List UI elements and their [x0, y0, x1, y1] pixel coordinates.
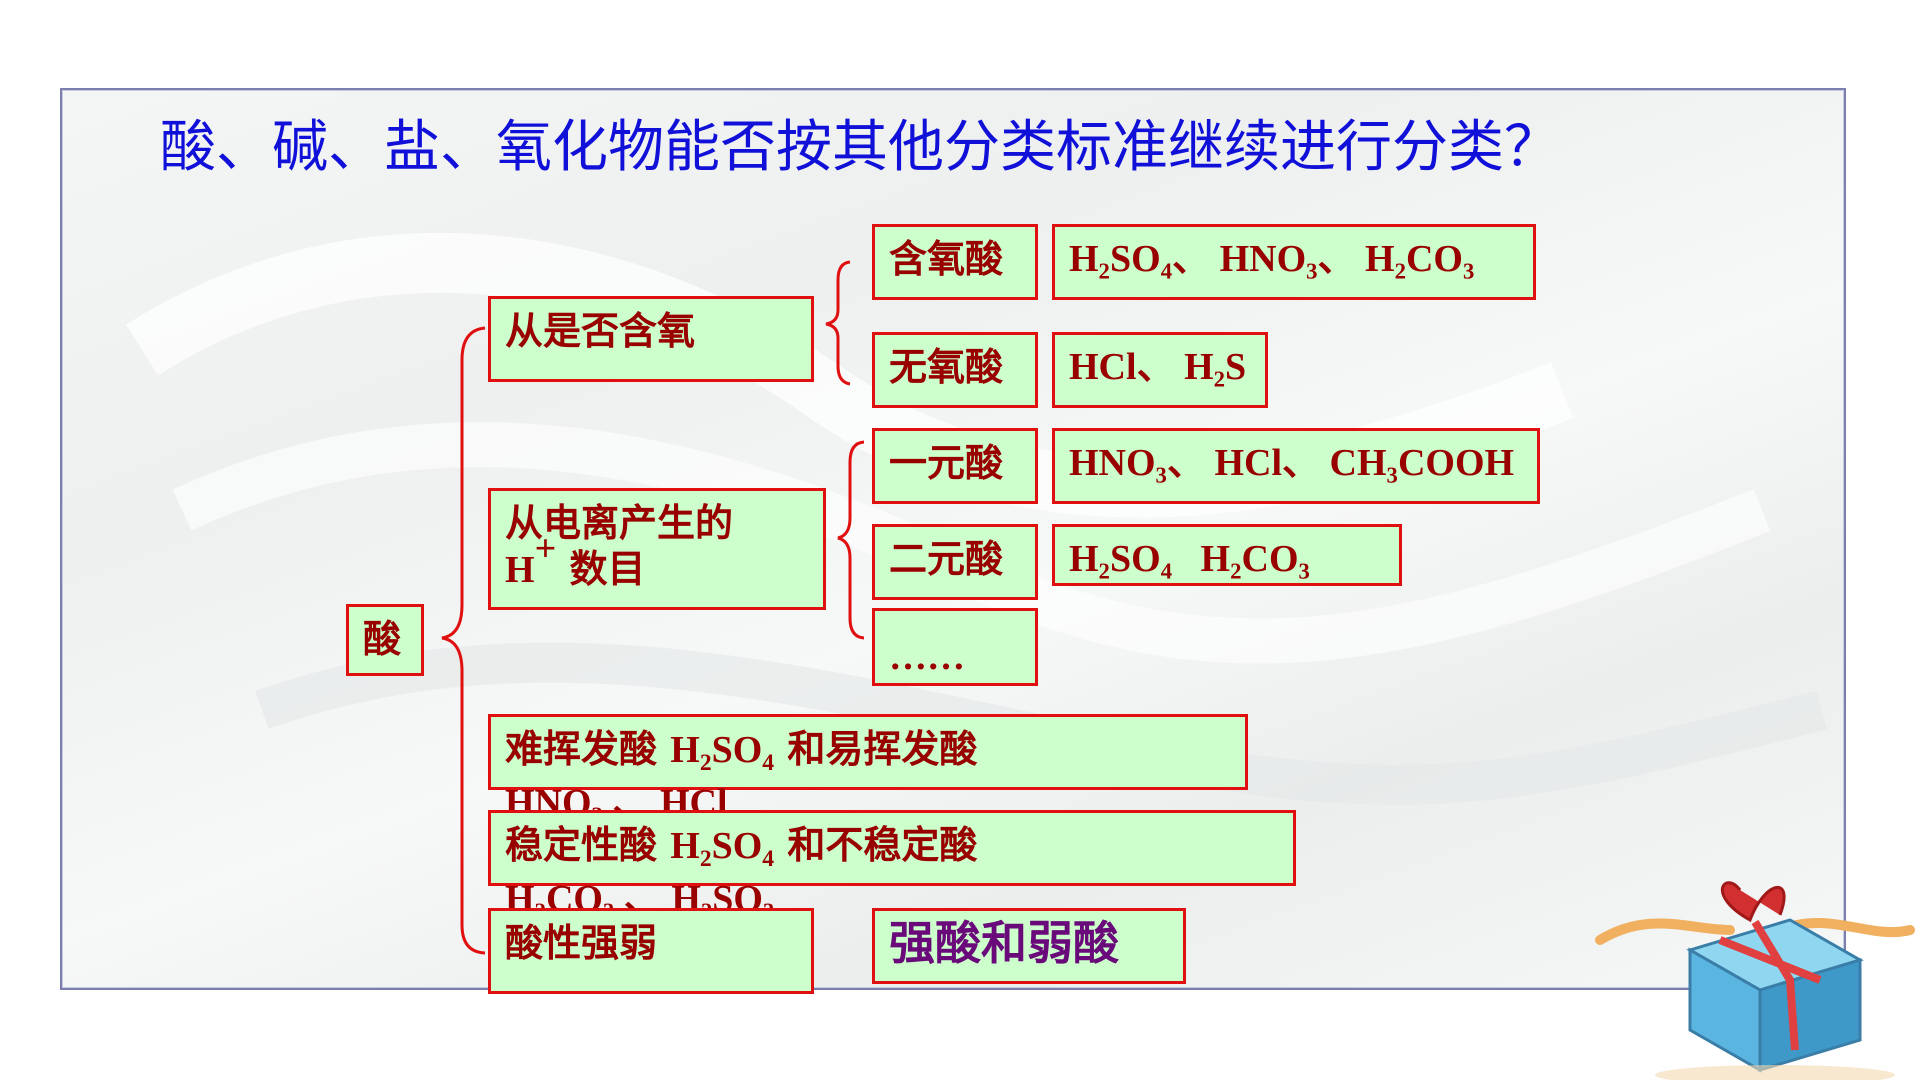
- ionization-category-box: 从电离产生的 H+ 数目: [488, 488, 826, 610]
- ion-charge: +: [534, 528, 557, 571]
- gift-box-icon: [1595, 881, 1915, 1080]
- separator: 、: [1282, 442, 1321, 484]
- monoprotic-acid-label: 一元酸: [889, 441, 1004, 485]
- diprotic-examples-box: H₂SO₄ H₂CO₃: [1052, 524, 1402, 586]
- oxy-acid-box: 含氧酸: [872, 224, 1038, 300]
- monoprotic-examples-box: HNO₃、 HCl、 CH₃COOH: [1052, 428, 1540, 504]
- strength-result: 强酸和弱酸: [889, 916, 1119, 970]
- more-acids-ellipsis: ……: [889, 636, 965, 678]
- volatility-example: H2SO4: [670, 729, 775, 777]
- example-hno3: HNO₃: [1219, 238, 1318, 280]
- example-ch3cooh: CH₃COOH: [1329, 442, 1515, 484]
- ionization-category-line2: H+ 数目: [505, 530, 646, 592]
- separator: 、: [1166, 442, 1205, 484]
- non-oxy-acid-box: 无氧酸: [872, 332, 1038, 408]
- more-acids-box: ……: [872, 608, 1038, 686]
- oxy-acid-examples-box: H₂SO₄、 HNO₃、 H₂CO₃: [1052, 224, 1536, 300]
- non-oxy-acid-label: 无氧酸: [889, 345, 1004, 389]
- stability-line1: 稳定性酸 H2SO4 和不稳定酸: [505, 823, 978, 873]
- stability-prefix: 稳定性酸: [505, 823, 658, 867]
- oxygen-category-label: 从是否含氧: [505, 309, 696, 353]
- ionization-category-line1: 从电离产生的: [505, 501, 734, 545]
- diprotic-examples: H₂SO₄ H₂CO₃: [1069, 537, 1310, 581]
- example-h2s: H₂S: [1184, 346, 1247, 388]
- diprotic-acid-box: 二元酸: [872, 524, 1038, 600]
- non-oxy-acid-examples: HCl、 H₂S: [1069, 345, 1246, 389]
- monoprotic-acid-box: 一元酸: [872, 428, 1038, 504]
- separator: 、: [1136, 346, 1175, 388]
- ionization-count-text: 数目: [569, 547, 646, 591]
- example-h2co3: H₂CO₃: [1200, 538, 1310, 580]
- example-h2co3: H₂CO₃: [1365, 238, 1475, 280]
- volatility-mid: 和易挥发酸: [787, 727, 978, 771]
- strength-label: 酸性强弱: [505, 921, 658, 965]
- non-oxy-acid-examples-box: HCl、 H₂S: [1052, 332, 1268, 408]
- volatility-prefix: 难挥发酸: [505, 727, 658, 771]
- volatility-line1: 难挥发酸 H2SO4 和易挥发酸: [505, 727, 978, 777]
- example-h2so4: H₂SO₄: [1069, 538, 1173, 580]
- separator: 、: [1317, 238, 1356, 280]
- stability-example: H2SO4: [670, 825, 775, 873]
- strength-box: 酸性强弱: [488, 908, 814, 994]
- oxy-acid-examples: H₂SO₄、 HNO₃、 H₂CO₃: [1069, 237, 1474, 281]
- stability-mid: 和不稳定酸: [787, 823, 978, 867]
- example-h2so4: H₂SO₄: [1069, 238, 1173, 280]
- diprotic-acid-label: 二元酸: [889, 537, 1004, 581]
- example-hno3: HNO₃: [1069, 442, 1167, 484]
- slide-title: 酸、碱、盐、氧化物能否按其他分类标准继续进行分类？: [160, 115, 1560, 180]
- stability-box: 稳定性酸 H2SO4 和不稳定酸 H₂CO₃ 、 H₂SO₃: [488, 810, 1296, 920]
- example-hcl: HCl: [1069, 346, 1137, 388]
- oxygen-category-box: 从是否含氧: [488, 296, 814, 382]
- volatility-box: 难挥发酸 H2SO4 和易挥发酸 HNO₃ 、 HCl: [488, 714, 1248, 824]
- monoprotic-examples: HNO₃、 HCl、 CH₃COOH: [1069, 441, 1514, 485]
- strength-result-box: 强酸和弱酸: [872, 908, 1186, 984]
- root-box: 酸: [346, 604, 424, 676]
- root-label: 酸: [363, 617, 402, 661]
- oxy-acid-label: 含氧酸: [889, 237, 1004, 281]
- separator: 、: [1172, 238, 1211, 280]
- example-hcl: HCl: [1214, 442, 1283, 484]
- hydrogen-ion: H: [505, 549, 535, 591]
